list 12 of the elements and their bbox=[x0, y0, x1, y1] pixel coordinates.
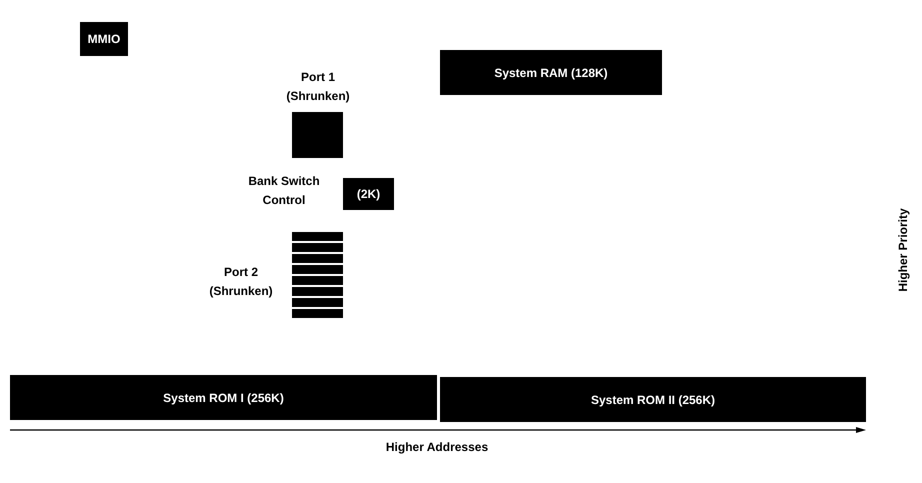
memory-bank-stack bbox=[292, 232, 343, 320]
axis-label: Higher Priority bbox=[896, 208, 910, 292]
memory-block: MMIO bbox=[80, 22, 128, 56]
axis-label: Higher Addresses bbox=[386, 440, 488, 454]
block-label: Bank Switch Control bbox=[247, 173, 321, 209]
memory-block: System RAM (128K) bbox=[440, 50, 662, 95]
block-label: Port 2 (Shrunken) bbox=[208, 264, 274, 300]
memory-block: (2K) bbox=[343, 178, 394, 210]
memory-block: System ROM II (256K) bbox=[440, 377, 866, 422]
block-label: Port 1 (Shrunken) bbox=[285, 69, 351, 105]
memory-block bbox=[292, 112, 343, 158]
memory-block: System ROM I (256K) bbox=[10, 375, 437, 420]
